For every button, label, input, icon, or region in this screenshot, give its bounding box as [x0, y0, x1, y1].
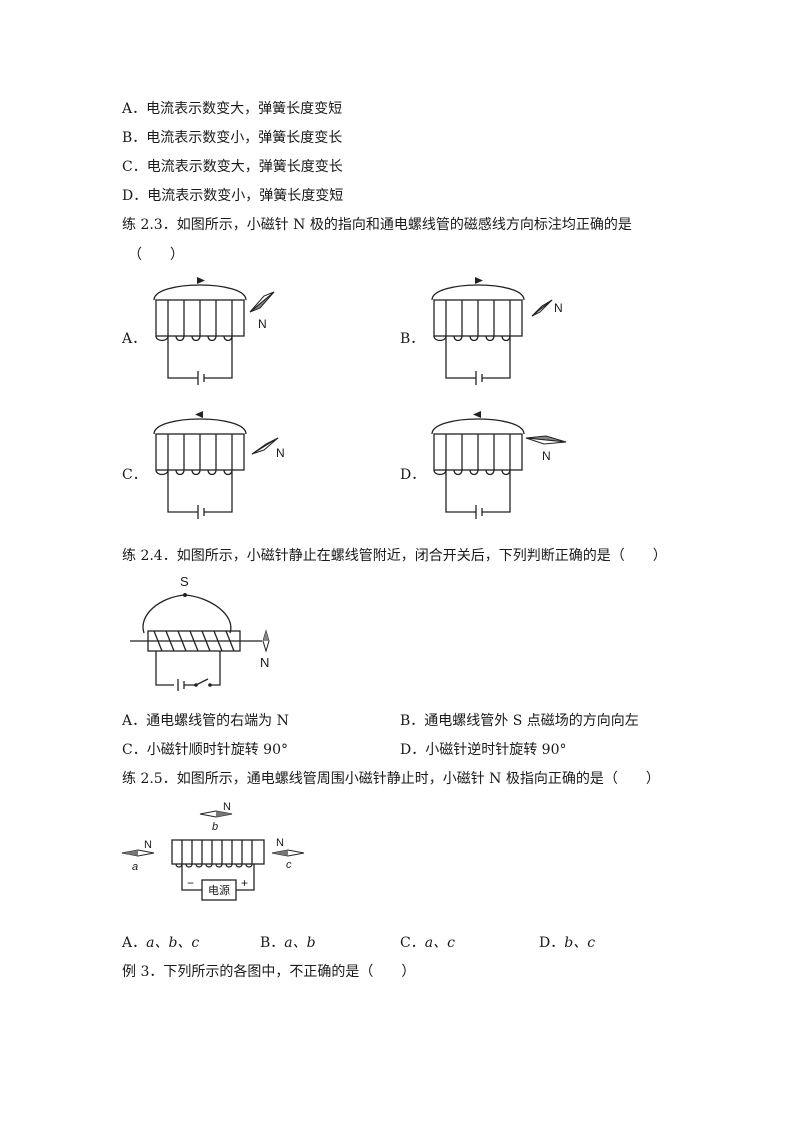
q25-option-a: A．a、b、c: [122, 935, 200, 951]
q24-option-d: D．小磁针逆时针旋转 90°: [400, 742, 567, 758]
q25-figure: N b N a N c 电源 − +: [121, 801, 305, 901]
q22-option-c: C．电流表示数变大，弹簧长度变长: [122, 159, 343, 175]
q23-stem: 练 2.3．如图所示，小磁针 N 极的指向和通电螺线管的磁感线方向标注均正确的是: [122, 217, 632, 233]
svg-text:+: +: [241, 876, 248, 890]
svg-text:N: N: [554, 301, 563, 315]
q25-option-d: D．b、c: [539, 935, 596, 951]
q23-figure-a: N: [153, 277, 275, 385]
q23-answer-paren: （ ）: [128, 247, 184, 263]
q25-stem: 练 2.5．如图所示，通电螺线管周围小磁针静止时，小磁针 N 极指向正确的是（ …: [122, 771, 660, 787]
q22-option-b: B．电流表示数变小，弹簧长度变长: [122, 130, 343, 146]
svg-text:S: S: [180, 574, 189, 589]
svg-text:N: N: [276, 446, 285, 460]
svg-text:c: c: [286, 859, 292, 871]
svg-text:N: N: [276, 837, 284, 849]
svg-text:b: b: [212, 821, 218, 833]
svg-text:N: N: [223, 801, 231, 813]
svg-text:N: N: [542, 449, 551, 463]
q24-option-c: C．小磁针顺时针旋转 90°: [122, 742, 288, 758]
svg-text:N: N: [144, 839, 152, 851]
q23-figure-c: N: [153, 411, 285, 519]
q25-option-b: B．a、b: [260, 935, 316, 951]
svg-text:−: −: [187, 876, 194, 890]
q23-fig-label-c: C．: [122, 467, 147, 483]
q23-fig-label-d: D．: [400, 467, 426, 483]
field-arrow-icon: [195, 411, 203, 418]
svg-text:N: N: [258, 317, 267, 331]
field-arrow-icon: [473, 411, 481, 418]
q23-fig-label-a: A．: [122, 331, 147, 347]
q23-fig-label-b: B．: [400, 331, 425, 347]
q23-figure-b: N: [431, 277, 563, 385]
svg-text:N: N: [260, 655, 269, 670]
q24-figure: S N: [130, 574, 270, 691]
svg-text:电源: 电源: [208, 883, 230, 897]
q23-figure-d: N: [431, 411, 567, 519]
q22-option-a: A．电流表示数变大，弹簧长度变短: [122, 101, 343, 117]
ex3-stem: 例 3．下列所示的各图中，不正确的是（ ）: [122, 964, 416, 980]
q24-option-b: B．通电螺线管外 S 点磁场的方向向左: [400, 713, 639, 729]
svg-text:a: a: [132, 861, 138, 873]
field-arrow-icon: [475, 277, 483, 284]
q24-option-a: A．通电螺线管的右端为 N: [122, 713, 289, 729]
q25-option-c: C．a、c: [400, 935, 455, 951]
q24-stem: 练 2.4．如图所示，小磁针静止在螺线管附近，闭合开关后，下列判断正确的是（ ）: [122, 548, 667, 564]
q22-option-d: D．电流表示数变小，弹簧长度变短: [122, 188, 344, 204]
field-arrow-icon: [197, 277, 205, 284]
